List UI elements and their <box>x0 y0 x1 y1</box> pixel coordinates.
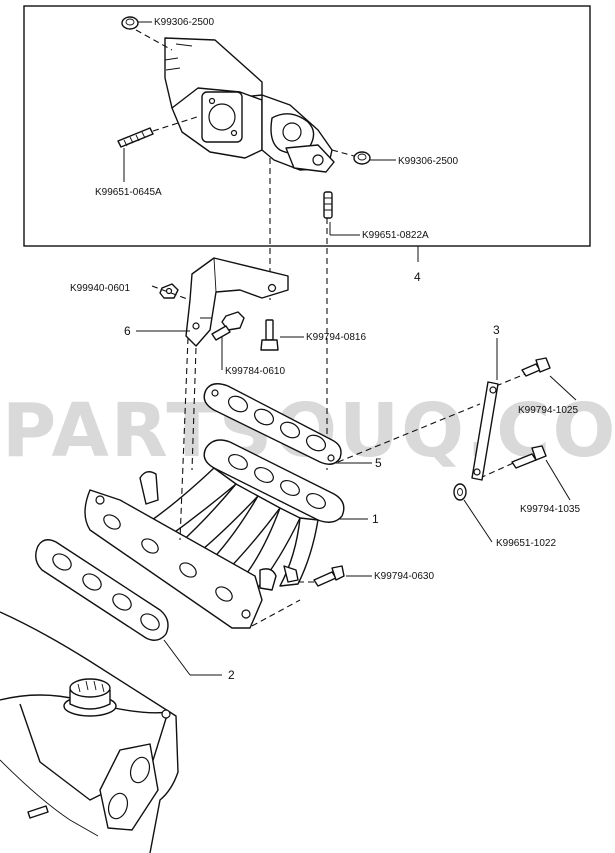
label-stud-right: K99651-0822A <box>362 230 429 241</box>
stud-left-part <box>117 115 201 182</box>
callout-5: 5 <box>375 456 382 470</box>
assembly-4-box <box>23 5 591 247</box>
label-stud-left: K99651-0645A <box>95 187 162 198</box>
bolt-1025-part <box>521 357 577 401</box>
cylinder-head-drawing <box>0 611 179 853</box>
label-washer-1022: K99651-1022 <box>496 538 556 549</box>
callout-4: 4 <box>414 270 421 284</box>
washer-1022-part <box>453 483 493 543</box>
callout-2: 2 <box>228 668 235 682</box>
bolt-0816-part <box>260 319 304 351</box>
bolt-0610-part <box>211 311 245 370</box>
dash-line-bracket-a <box>179 337 189 541</box>
stay-3-part <box>471 381 499 481</box>
leader-2 <box>163 639 191 676</box>
nut-bracket-part <box>151 283 191 301</box>
dash-line-manifold-bottom <box>251 599 301 627</box>
label-cap-right: K99306-2500 <box>398 156 458 167</box>
callout-3: 3 <box>493 323 500 337</box>
intake-manifold-part <box>84 439 345 629</box>
gasket-2-part <box>35 539 169 641</box>
callout-1: 1 <box>372 512 379 526</box>
bolt-1035-part <box>511 445 571 501</box>
label-nut-bracket: K99940-0601 <box>70 283 130 294</box>
callout-6: 6 <box>124 324 131 338</box>
cap-right-part <box>331 149 396 165</box>
bracket-part <box>185 257 289 347</box>
label-bolt-0630: K99794-0630 <box>374 571 434 582</box>
label-cap-top: K99306-2500 <box>154 17 214 28</box>
dash-line-bracket-b <box>191 347 197 471</box>
bolt-0630-part <box>298 565 372 587</box>
dash-line-bolt-1035 <box>479 459 521 479</box>
label-bolt-0816: K99794-0816 <box>306 332 366 343</box>
label-bolt-0610: K99784-0610 <box>225 366 285 377</box>
label-bolt-1025: K99794-1025 <box>518 405 578 416</box>
stud-right-part <box>323 191 360 236</box>
label-bolt-1035: K99794-1035 <box>520 504 580 515</box>
gasket-5-part <box>203 383 342 465</box>
air-chamber-drawing <box>164 37 335 173</box>
cap-top-part <box>121 16 173 51</box>
dash-line-to-bracket-3 <box>337 403 481 463</box>
